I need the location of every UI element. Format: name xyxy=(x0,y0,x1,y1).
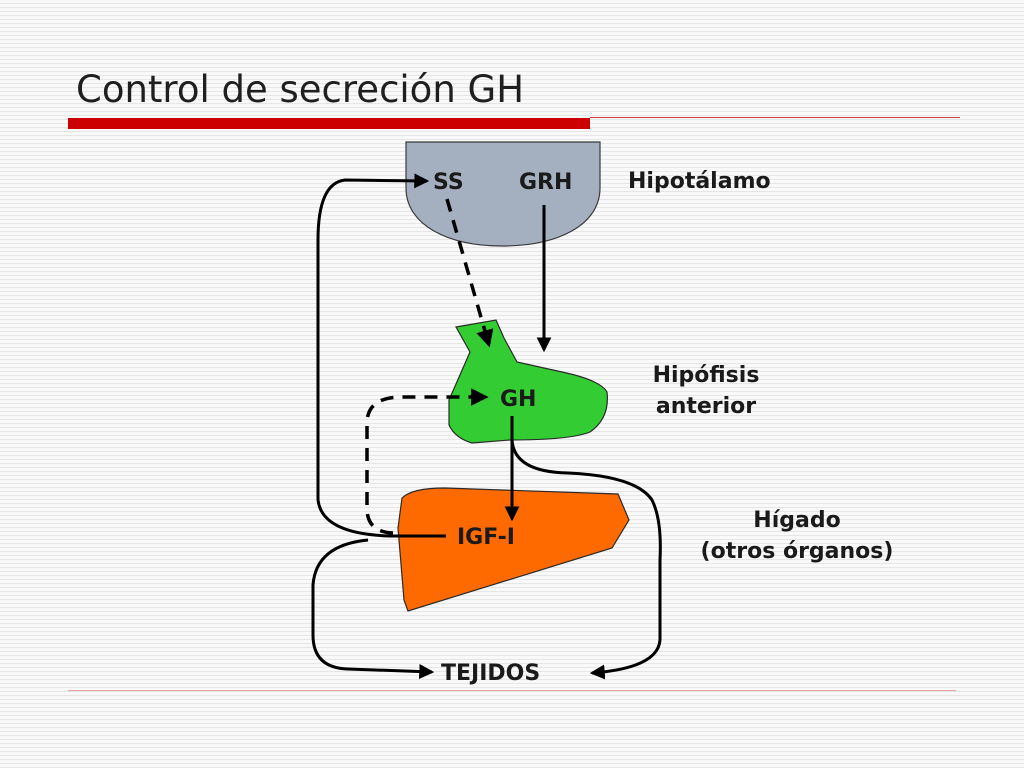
igf-to-tissues-arrow xyxy=(311,538,435,680)
ss-label: SS xyxy=(433,170,464,195)
igf-feedback-pituitary-arrow xyxy=(365,388,489,535)
footer-rule xyxy=(68,690,956,691)
igf-label: IGF-I xyxy=(457,525,515,550)
hypothalamus-label: Hipotálamo xyxy=(628,169,771,194)
liver-label-line1: Hígado xyxy=(753,508,840,533)
gh-label: GH xyxy=(500,387,536,412)
igf-feedback-hypothalamus-arrow xyxy=(316,173,446,538)
tissues-label: TEJIDOS xyxy=(441,661,540,686)
title-underline-thin xyxy=(590,117,960,118)
gh-to-tissues-arrow xyxy=(510,439,662,680)
title-underline-red xyxy=(68,118,590,129)
pituitary-label-line2: anterior xyxy=(656,394,756,419)
ss-inhibit-arrow xyxy=(445,198,494,348)
pituitary-label-line1: Hipófisis xyxy=(653,363,760,388)
liver-label-line2: (otros órganos) xyxy=(701,539,894,564)
liver-shape xyxy=(397,487,630,612)
grh-label: GRH xyxy=(519,170,572,195)
pituitary-shape xyxy=(448,319,608,444)
slide-title: Control de secreción GH xyxy=(76,68,525,111)
